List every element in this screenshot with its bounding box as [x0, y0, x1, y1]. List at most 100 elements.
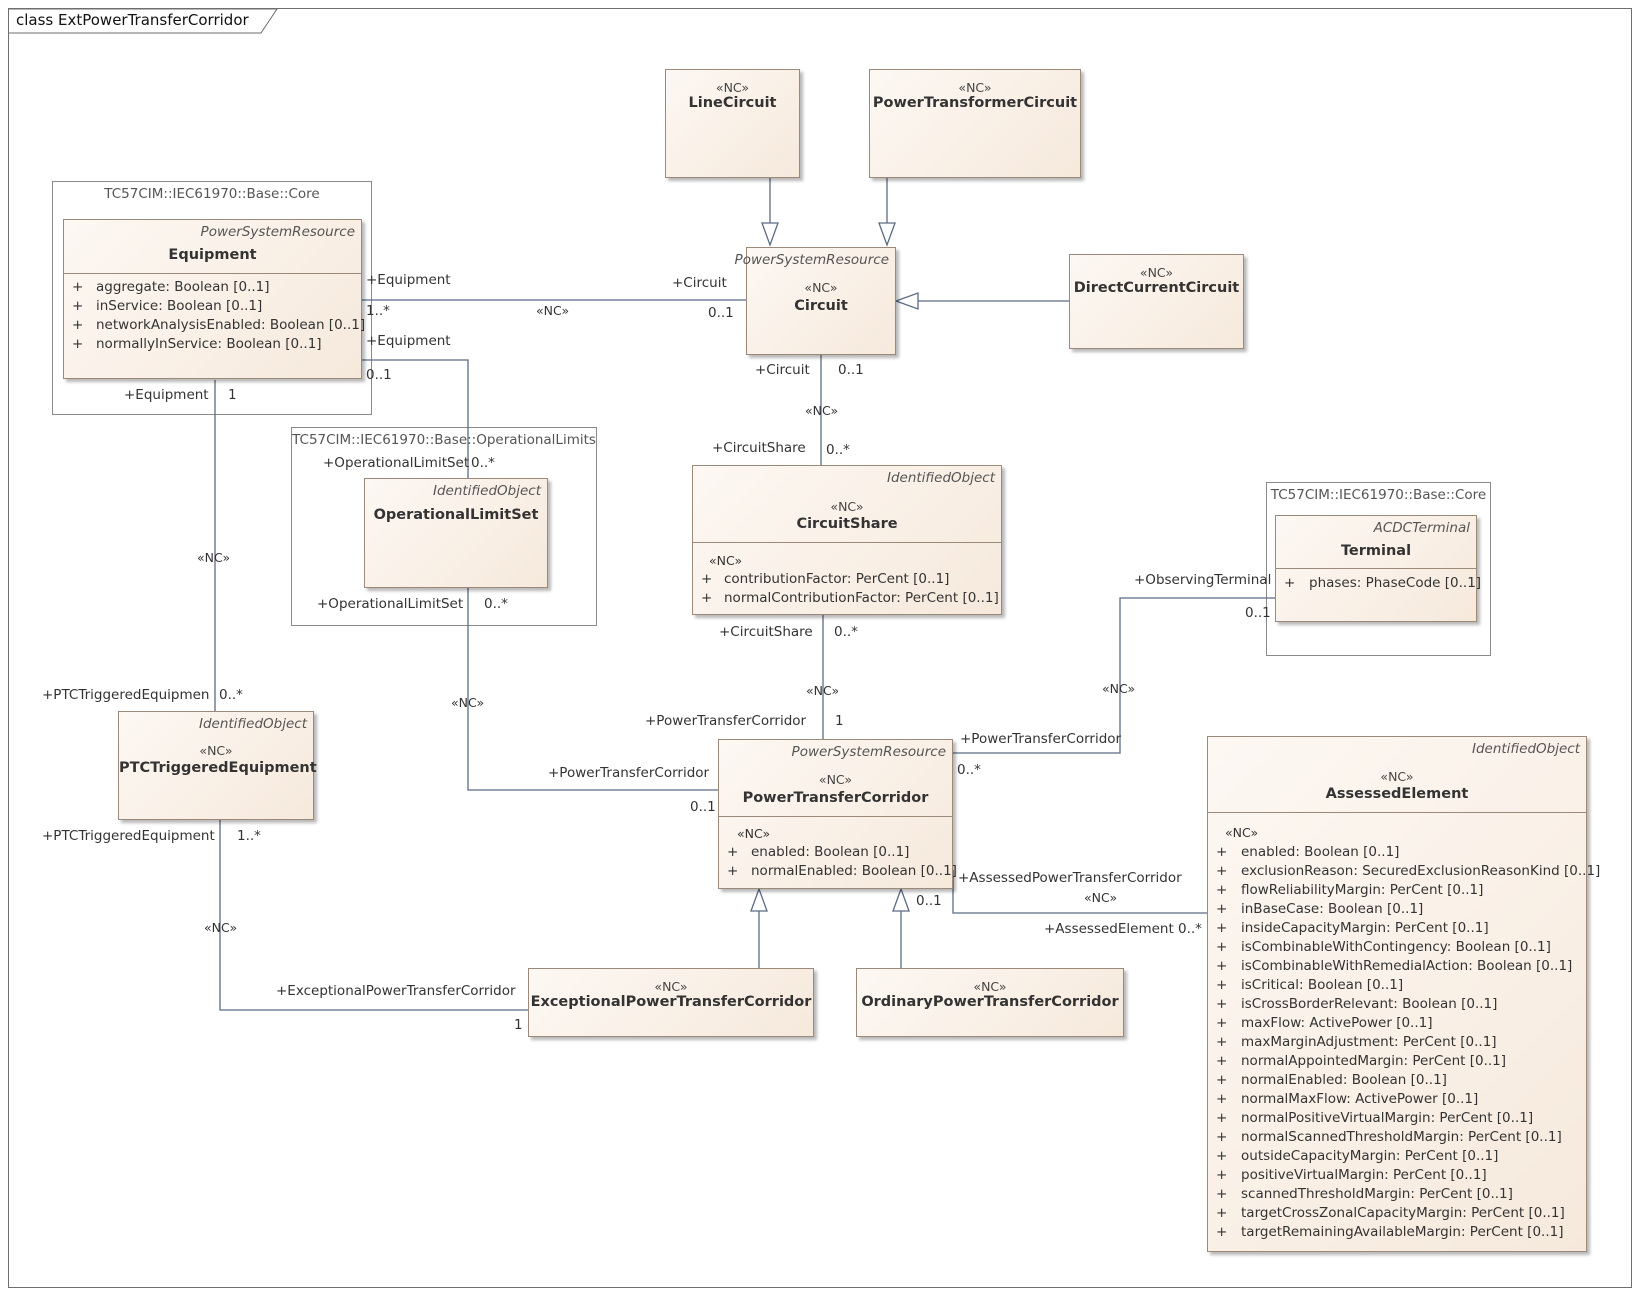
assoc-ptce-exceptional — [219, 820, 528, 1011]
class-circuit[interactable]: PowerSystemResource «NC» Circuit — [735, 247, 896, 355]
multiplicity-label: 0..* — [471, 455, 495, 471]
role-label: +PowerTransferCorridor — [548, 765, 710, 781]
multiplicity-label: 0..* — [484, 596, 508, 612]
role-label: +PowerTransferCorridor — [645, 713, 807, 729]
stereotype: «NC» — [1380, 769, 1414, 784]
multiplicity-label: 0..* — [1178, 921, 1202, 937]
diagram-frame — [8, 8, 1632, 1288]
class-operational-limit-set[interactable]: IdentifiedObject OperationalLimitSet — [364, 478, 548, 588]
attribute-text: insideCapacityMargin: PerCent [0..1] — [1241, 920, 1489, 936]
visibility-marker: + — [1216, 1034, 1228, 1050]
package-core-top: TC57CIM::IEC61970::Base::Core — [52, 181, 372, 415]
attribute-text: normalPositiveVirtualMargin: PerCent [0.… — [1241, 1110, 1534, 1126]
visibility-marker: + — [1216, 1224, 1228, 1240]
stereotype-label: «NC» — [204, 920, 238, 935]
visibility-marker: + — [1216, 1072, 1228, 1088]
attribute-text: exclusionReason: SecuredExclusionReasonK… — [1241, 863, 1601, 879]
class-direct-current-circuit[interactable]: «NC» DirectCurrentCircuit — [1069, 254, 1244, 349]
role-label: +AssessedElement — [1044, 921, 1174, 937]
parent-class: PowerSystemResource — [734, 252, 889, 268]
role-label: +OperationalLimitSet — [323, 455, 470, 471]
class-assessed-element[interactable]: IdentifiedObject «NC» AssessedElement «N… — [1207, 736, 1600, 1252]
attribute-text: inService: Boolean [0..1] — [96, 298, 263, 314]
attribute-text: isCritical: Boolean [0..1] — [1241, 977, 1404, 993]
assoc-ols-ptc — [467, 588, 718, 791]
multiplicity-label: 0..1 — [366, 367, 392, 383]
visibility-marker: + — [1216, 1053, 1228, 1069]
attribute-text: normallyInService: Boolean [0..1] — [96, 336, 322, 352]
parent-class: IdentifiedObject — [432, 483, 541, 499]
class-power-transformer-circuit[interactable]: «NC» PowerTransformerCircuit — [869, 69, 1081, 178]
role-label: +PTCTriggeredEquipmen — [42, 687, 210, 703]
visibility-marker: + — [72, 279, 84, 295]
attribute-text: aggregate: Boolean [0..1] — [96, 279, 270, 295]
class-circuit-share[interactable]: IdentifiedObject «NC» CircuitShare «NC» … — [692, 465, 1002, 615]
assoc-ptc-assessedelement — [952, 870, 1207, 914]
multiplicity-label: 1 — [835, 713, 844, 729]
package-title: TC57CIM::IEC61970::Base::Core — [1270, 487, 1487, 503]
visibility-marker: + — [1216, 1110, 1228, 1126]
class-power-transfer-corridor[interactable]: PowerSystemResource «NC» PowerTransferCo… — [718, 739, 957, 889]
stereotype: «NC» — [1139, 265, 1174, 280]
stereotype: «NC» — [804, 280, 838, 295]
multiplicity-label: 0..1 — [690, 799, 716, 815]
role-label: +Circuit — [672, 275, 727, 291]
package-title: TC57CIM::IEC61970::Base::Core — [104, 186, 320, 202]
attribute-text: phases: PhaseCode [0..1] — [1309, 575, 1482, 591]
frame-title: class ExtPowerTransferCorridor — [16, 11, 249, 29]
class-name: Equipment — [168, 247, 257, 263]
attribute-text: normalContributionFactor: PerCent [0..1] — [724, 590, 999, 606]
attribute-list: + phases: PhaseCode [0..1] — [1276, 568, 1481, 621]
attribute-text: scannedThresholdMargin: PerCent [0..1] — [1241, 1186, 1513, 1202]
stereotype: «NC» — [958, 80, 992, 95]
stereotype-label: «NC» — [1102, 681, 1136, 696]
class-line-circuit[interactable]: «NC» LineCircuit — [665, 69, 800, 178]
attribute-text: isCombinableWithRemedialAction: Boolean … — [1241, 958, 1573, 974]
assoc-terminal-ptc — [953, 597, 1275, 754]
attribute-text: positiveVirtualMargin: PerCent [0..1] — [1241, 1167, 1487, 1183]
class-name: DirectCurrentCircuit — [1073, 280, 1240, 296]
attribute-list: «NC» + enabled: Boolean [0..1] + exclusionR… — [1208, 812, 1600, 1251]
parent-class: PowerSystemResource — [791, 744, 946, 760]
class-name: OrdinaryPowerTransferCorridor — [861, 994, 1119, 1010]
class-name: PowerTransferCorridor — [742, 790, 929, 806]
visibility-marker: + — [72, 317, 84, 333]
class-name: LineCircuit — [688, 95, 777, 111]
class-exceptional-power-transfer-corridor[interactable]: «NC» ExceptionalPowerTransferCorridor — [528, 968, 814, 1037]
attribute-list: + aggregate: Boolean [0..1] + inService: B… — [64, 273, 365, 378]
multiplicity-label: 0..1 — [1245, 605, 1271, 621]
visibility-marker: + — [72, 336, 84, 352]
class-name: Circuit — [794, 298, 848, 314]
assoc-equipment-ols — [362, 359, 469, 478]
attribute-text: normalScannedThresholdMargin: PerCent [0… — [1241, 1129, 1562, 1145]
multiplicity-label: 0..* — [826, 442, 850, 458]
attribute-text: targetRemainingAvailableMargin: PerCent … — [1241, 1224, 1564, 1240]
stereotype-label: «NC» — [1084, 890, 1118, 905]
class-ptc-triggered-equipment[interactable]: IdentifiedObject «NC» PTCTriggeredEquipm… — [118, 711, 317, 820]
arrowhead-exceptional — [750, 887, 768, 912]
visibility-marker: + — [1284, 575, 1296, 591]
multiplicity-label: 0..1 — [838, 362, 864, 378]
package-operational-limits: TC57CIM::IEC61970::Base::OperationalLimi… — [291, 427, 597, 626]
class-terminal[interactable]: ACDCTerminal Terminal +phases: PhaseCode… — [1275, 515, 1481, 622]
visibility-marker: + — [701, 571, 713, 587]
stereotype: «NC» — [654, 979, 688, 994]
arrowhead-linecircuit — [761, 222, 779, 247]
multiplicity-label: 1..* — [366, 303, 390, 319]
stereotype-label: «NC» — [451, 695, 485, 710]
class-name: AssessedElement — [1325, 786, 1469, 802]
stereotype: «NC» — [818, 772, 853, 787]
role-label: +Circuit — [755, 362, 810, 378]
attribute-stereotype: «NC» — [1225, 825, 1259, 840]
visibility-marker: + — [1216, 1167, 1228, 1183]
attribute-text: enabled: Boolean [0..1] — [1241, 844, 1400, 860]
class-equipment[interactable]: PowerSystemResource Equipment +aggregate… — [63, 219, 365, 379]
class-ordinary-power-transfer-corridor[interactable]: «NC» OrdinaryPowerTransferCorridor — [856, 968, 1124, 1037]
visibility-marker: + — [1216, 977, 1228, 993]
package-core-right: TC57CIM::IEC61970::Base::Core — [1266, 482, 1491, 656]
class-name: ExceptionalPowerTransferCorridor — [530, 994, 812, 1010]
visibility-marker: + — [1216, 1015, 1228, 1031]
class-name: CircuitShare — [796, 516, 898, 532]
visibility-marker: + — [701, 590, 713, 606]
